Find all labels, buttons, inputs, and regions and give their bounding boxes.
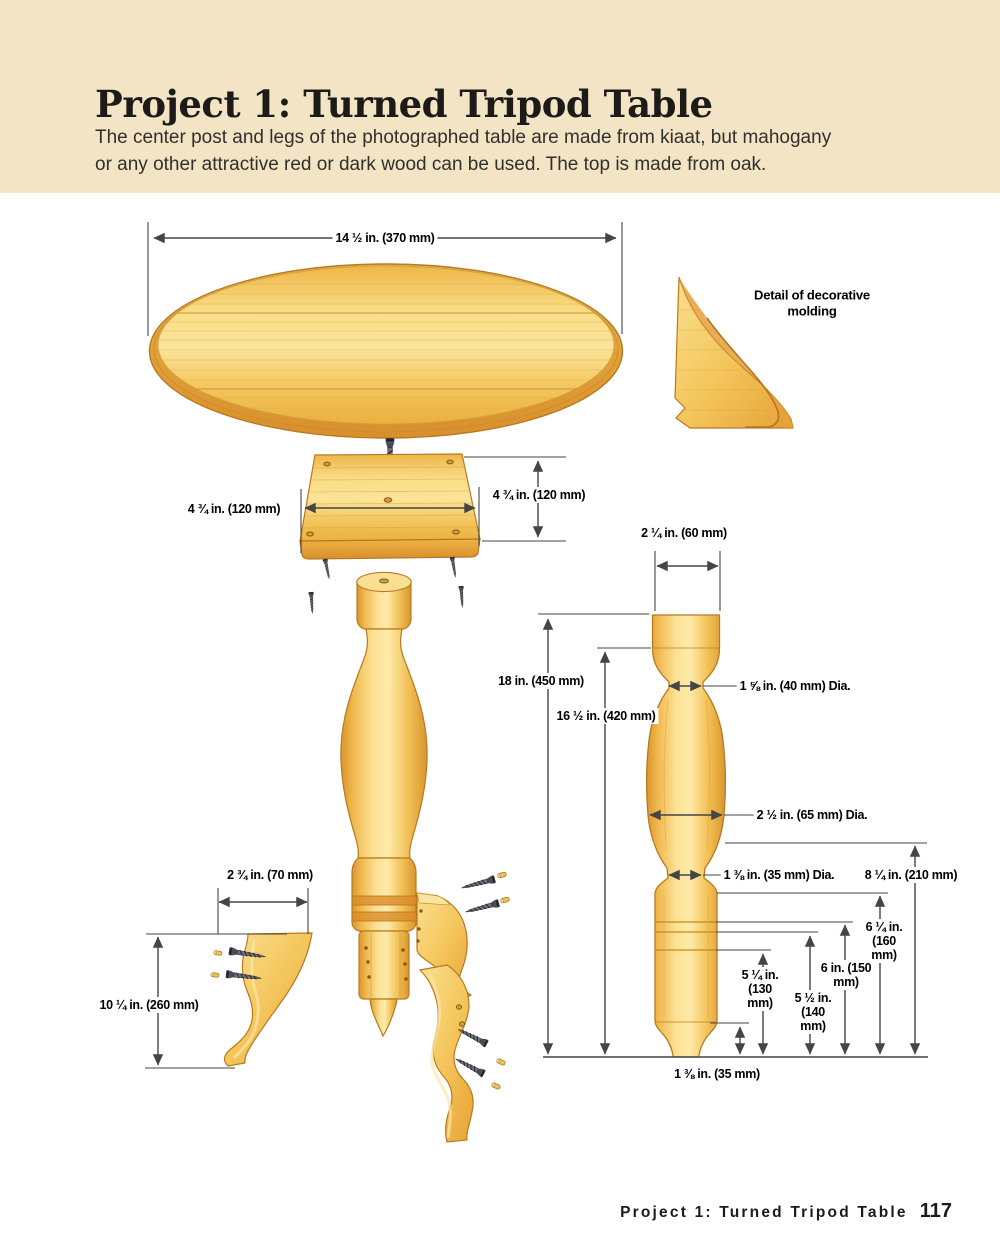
dim-label-tabletop-width: 14 ½ in. (370 mm) (332, 230, 438, 246)
page-footer: Project 1: Turned Tripod Table 117 (620, 1200, 952, 1223)
page-subtitle: The center post and legs of the photogra… (95, 124, 935, 179)
dim-label-post-top-width: 2 ¼ in. (60 mm) (638, 525, 730, 541)
dim-label-belly-dia: 2 ½ in. (65 mm) Dia. (753, 807, 871, 823)
center-post-illustration (340, 571, 428, 1038)
footer-page-number: 117 (919, 1200, 952, 1222)
page-title: Project 1: Turned Tripod Table (95, 82, 713, 126)
mounting-plate-illustration (299, 453, 481, 560)
dim-label-base-to-neck: 8 ¼ in. (210 mm) (861, 867, 961, 883)
dim-label-plate-width: 4 ¾ in. (120 mm) (184, 501, 284, 517)
header-band (0, 0, 1000, 193)
side-view-post-illustration (645, 614, 727, 1058)
dim-label-post-turned-height: 16 ½ in. (420 mm) (553, 708, 659, 724)
dim-label-base-to-ring3: 6 ¼ in. (160 mm) (855, 919, 913, 963)
molding-detail-illustration (674, 276, 794, 429)
subtitle-line-2: or any other attractive red or dark wood… (95, 154, 767, 176)
tabletop-illustration (148, 263, 624, 439)
subtitle-line-1: The center post and legs of the photogra… (95, 127, 832, 148)
footer-chapter-title: Project 1: Turned Tripod Table (620, 1204, 908, 1221)
dim-label-post-total-height: 18 in. (450 mm) (495, 673, 587, 689)
dim-label-upper-neck-dia: 1 ⅝ in. (40 mm) Dia. (736, 678, 854, 694)
dim-label-base-to-ring2: 6 in. (150 mm) (817, 960, 875, 990)
dim-label-lower-neck-dia: 1 ⅜ in. (35 mm) Dia. (720, 867, 838, 883)
dim-label-spigot-height: 1 ⅜ in. (35 mm) (671, 1066, 763, 1082)
dim-label-leg-width: 2 ¾ in. (70 mm) (224, 867, 316, 883)
dim-label-leg-height: 10 ¼ in. (260 mm) (96, 997, 202, 1013)
molding-detail-label: Detail of decorative molding (754, 287, 870, 318)
dim-label-plate-depth: 4 ¾ in. (120 mm) (489, 487, 589, 503)
left-leg-illustration (210, 932, 313, 1067)
dim-label-base-to-ring1: 5 ½ in. (140 mm) (784, 990, 842, 1034)
lower-right-leg-illustration (418, 964, 474, 1143)
dim-label-base-to-cylinder: 5 ¼ in. (130 mm) (731, 967, 789, 1011)
